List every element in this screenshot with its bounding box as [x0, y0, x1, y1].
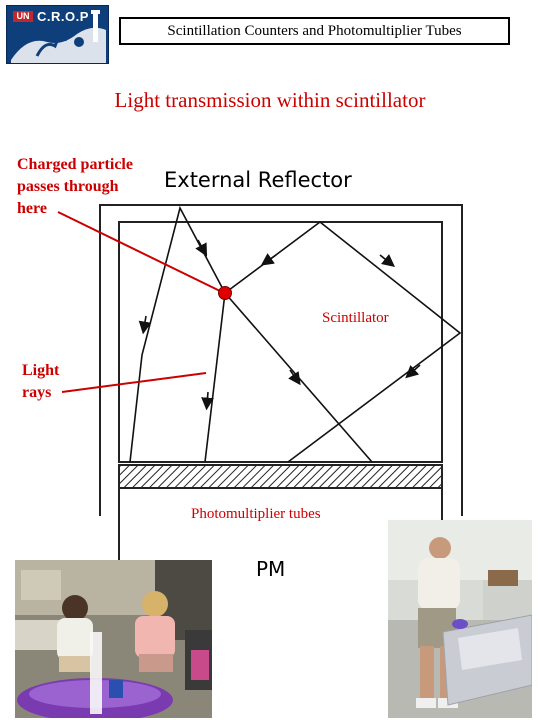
- slide-title: Light transmission within scintillator: [114, 88, 426, 112]
- students-photo: [15, 560, 212, 718]
- charged-particle-line-1: Charged particle: [17, 156, 133, 173]
- ray-arrow: [195, 239, 208, 257]
- light-ray-4: [204, 292, 226, 463]
- crop-logo-icon: UN C.R.O.P: [6, 5, 109, 64]
- logo-text: C.R.O.P: [37, 9, 89, 24]
- scintillator-box: [118, 221, 443, 463]
- students-photo-graphic: [15, 560, 212, 718]
- photomultiplier-label: Photomultiplier tubes: [191, 506, 321, 522]
- ray-arrow: [201, 391, 214, 411]
- pm-label: PM: [256, 557, 285, 581]
- ray-arrow: [260, 253, 277, 266]
- light-rays-line-1: Light: [22, 362, 60, 379]
- light-rays-line-2: rays: [22, 384, 52, 401]
- red-dot-icon: [218, 286, 232, 300]
- foil-wrapping-photo: [388, 520, 532, 718]
- external-reflector-label: External Reflector: [164, 168, 352, 192]
- logo-mark: UN: [13, 11, 33, 22]
- light-rays-pointer-line: [61, 372, 207, 393]
- light-guide: [118, 464, 443, 489]
- charged-particle-line-3: here: [17, 200, 47, 217]
- scintillator-label: Scintillator: [322, 310, 389, 326]
- light-rays-label: Light rays: [22, 360, 59, 404]
- foil-wrapping-photo-graphic: [388, 520, 532, 718]
- light-ray-1: [129, 205, 226, 463]
- external-reflector-frame: [99, 204, 463, 516]
- header-title-text: Scintillation Counters and Photomultipli…: [167, 22, 462, 39]
- charged-particle-label: Charged particle passes through here: [17, 154, 133, 220]
- logo-graphic: [11, 10, 106, 63]
- ray-arrow: [405, 364, 421, 379]
- ray-arrows: [138, 239, 421, 411]
- light-ray-2: [224, 220, 462, 463]
- ray-arrow: [379, 254, 395, 267]
- header-title: Scintillation Counters and Photomultipli…: [119, 17, 510, 45]
- particle-pointer-line: [57, 211, 221, 292]
- ray-arrow: [288, 369, 301, 386]
- light-ray-paths: [129, 205, 462, 463]
- charged-particle-line-2: passes through: [17, 178, 119, 195]
- ray-arrow: [138, 315, 152, 335]
